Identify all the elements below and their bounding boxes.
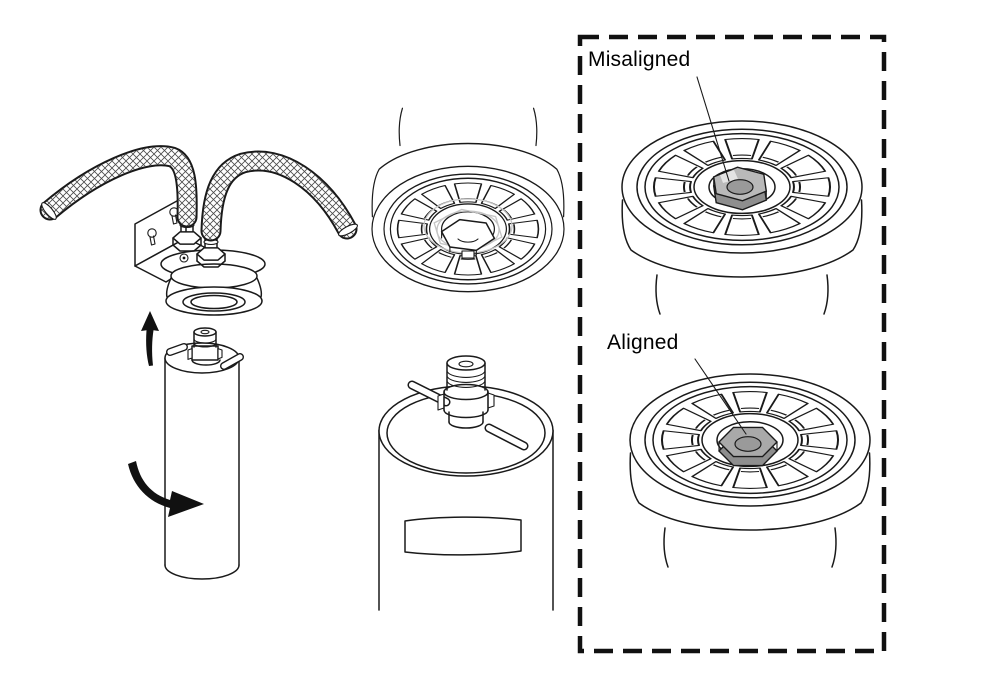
aligned-leader-line [694, 358, 747, 435]
misaligned-head-figure [622, 76, 862, 314]
aligned-label: Aligned [607, 331, 679, 354]
cartridge-label [404, 516, 522, 556]
filter-head-with-hoses-figure [39, 145, 358, 580]
filter-cartridge [164, 327, 244, 580]
rotate-arrow-icon [128, 461, 204, 517]
head-underside-figure [372, 108, 564, 291]
misaligned-leader-line [696, 76, 730, 182]
cartridge-top-figure [378, 355, 554, 611]
left-hose [39, 145, 198, 228]
misaligned-label: Misaligned [588, 48, 691, 71]
cartridge-valve-stem [437, 355, 495, 429]
right-hose [200, 150, 358, 242]
alignment-callout-box [577, 34, 887, 654]
up-arrow-icon [141, 311, 159, 366]
aligned-head-figure [630, 358, 870, 567]
